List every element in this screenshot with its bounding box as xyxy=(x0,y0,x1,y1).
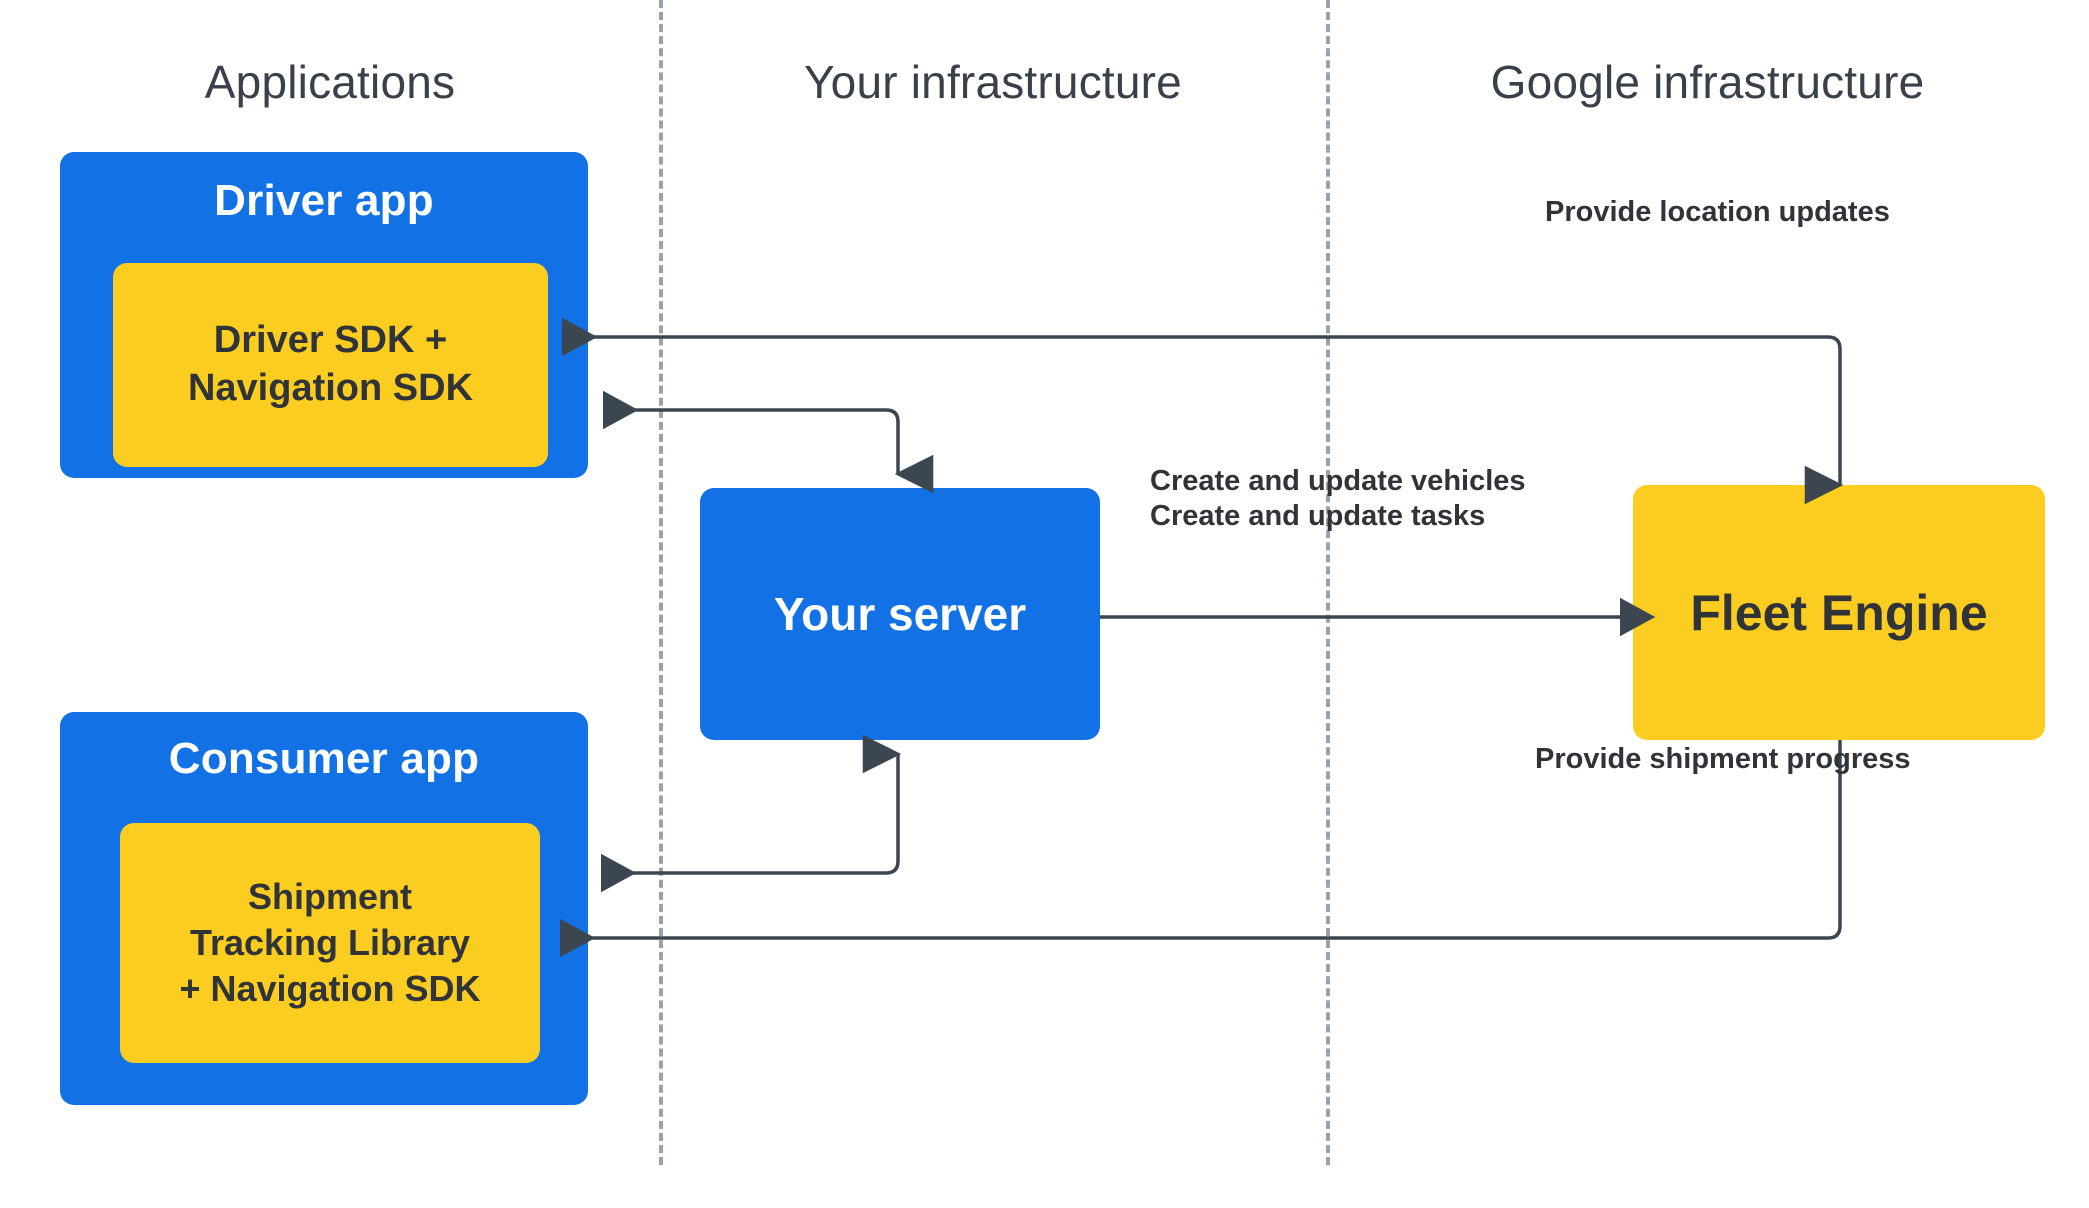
lane-heading-applications: Applications xyxy=(204,56,456,108)
node-driver-sdk[interactable]: Driver SDK + Navigation SDK xyxy=(113,263,548,467)
driver-sdk-line-1: Driver SDK + xyxy=(213,319,448,362)
consumer-sdk-line-3: + Navigation SDK xyxy=(179,968,481,1010)
lane-divider-left xyxy=(659,0,663,1165)
edge-label-create-and-update-vehicles: Create and update vehicles xyxy=(1150,465,1526,497)
edge-server-to-consumer xyxy=(601,734,902,893)
driver-sdk-label: Driver SDK + Navigation SDK xyxy=(188,317,473,413)
edge-label-provide-location-updates: Provide location updates xyxy=(1545,196,1890,228)
consumer-sdk-line-2: Tracking Library xyxy=(189,921,471,963)
fleet-engine-label: Fleet Engine xyxy=(1690,584,1988,641)
consumer-sdk-line-1: Shipment xyxy=(247,875,412,917)
node-fleet-engine[interactable]: Fleet Engine xyxy=(1633,485,2045,740)
consumer-app-title: Consumer app xyxy=(168,734,480,783)
node-consumer-sdk[interactable]: Shipment Tracking Library + Navigation S… xyxy=(120,823,540,1063)
node-your-server[interactable]: Your server xyxy=(700,488,1100,740)
your-server-label: Your server xyxy=(773,588,1027,640)
driver-app-title: Driver app xyxy=(214,176,434,225)
edge-fleet-to-driver xyxy=(562,317,1844,505)
consumer-sdk-label: Shipment Tracking Library + Navigation S… xyxy=(179,874,480,1012)
edge-label-create-and-update-tasks: Create and update tasks xyxy=(1150,500,1486,532)
edge-driver-to-server xyxy=(603,390,934,494)
edge-label-provide-shipment-progress: Provide shipment progress xyxy=(1535,743,1911,775)
lane-heading-your-infrastructure: Your infrastructure xyxy=(804,56,1182,108)
driver-sdk-line-2: Navigation SDK xyxy=(187,367,474,409)
lane-heading-google-infrastructure: Google infrastructure xyxy=(1490,56,1925,108)
lane-divider-right xyxy=(1326,0,1330,1165)
